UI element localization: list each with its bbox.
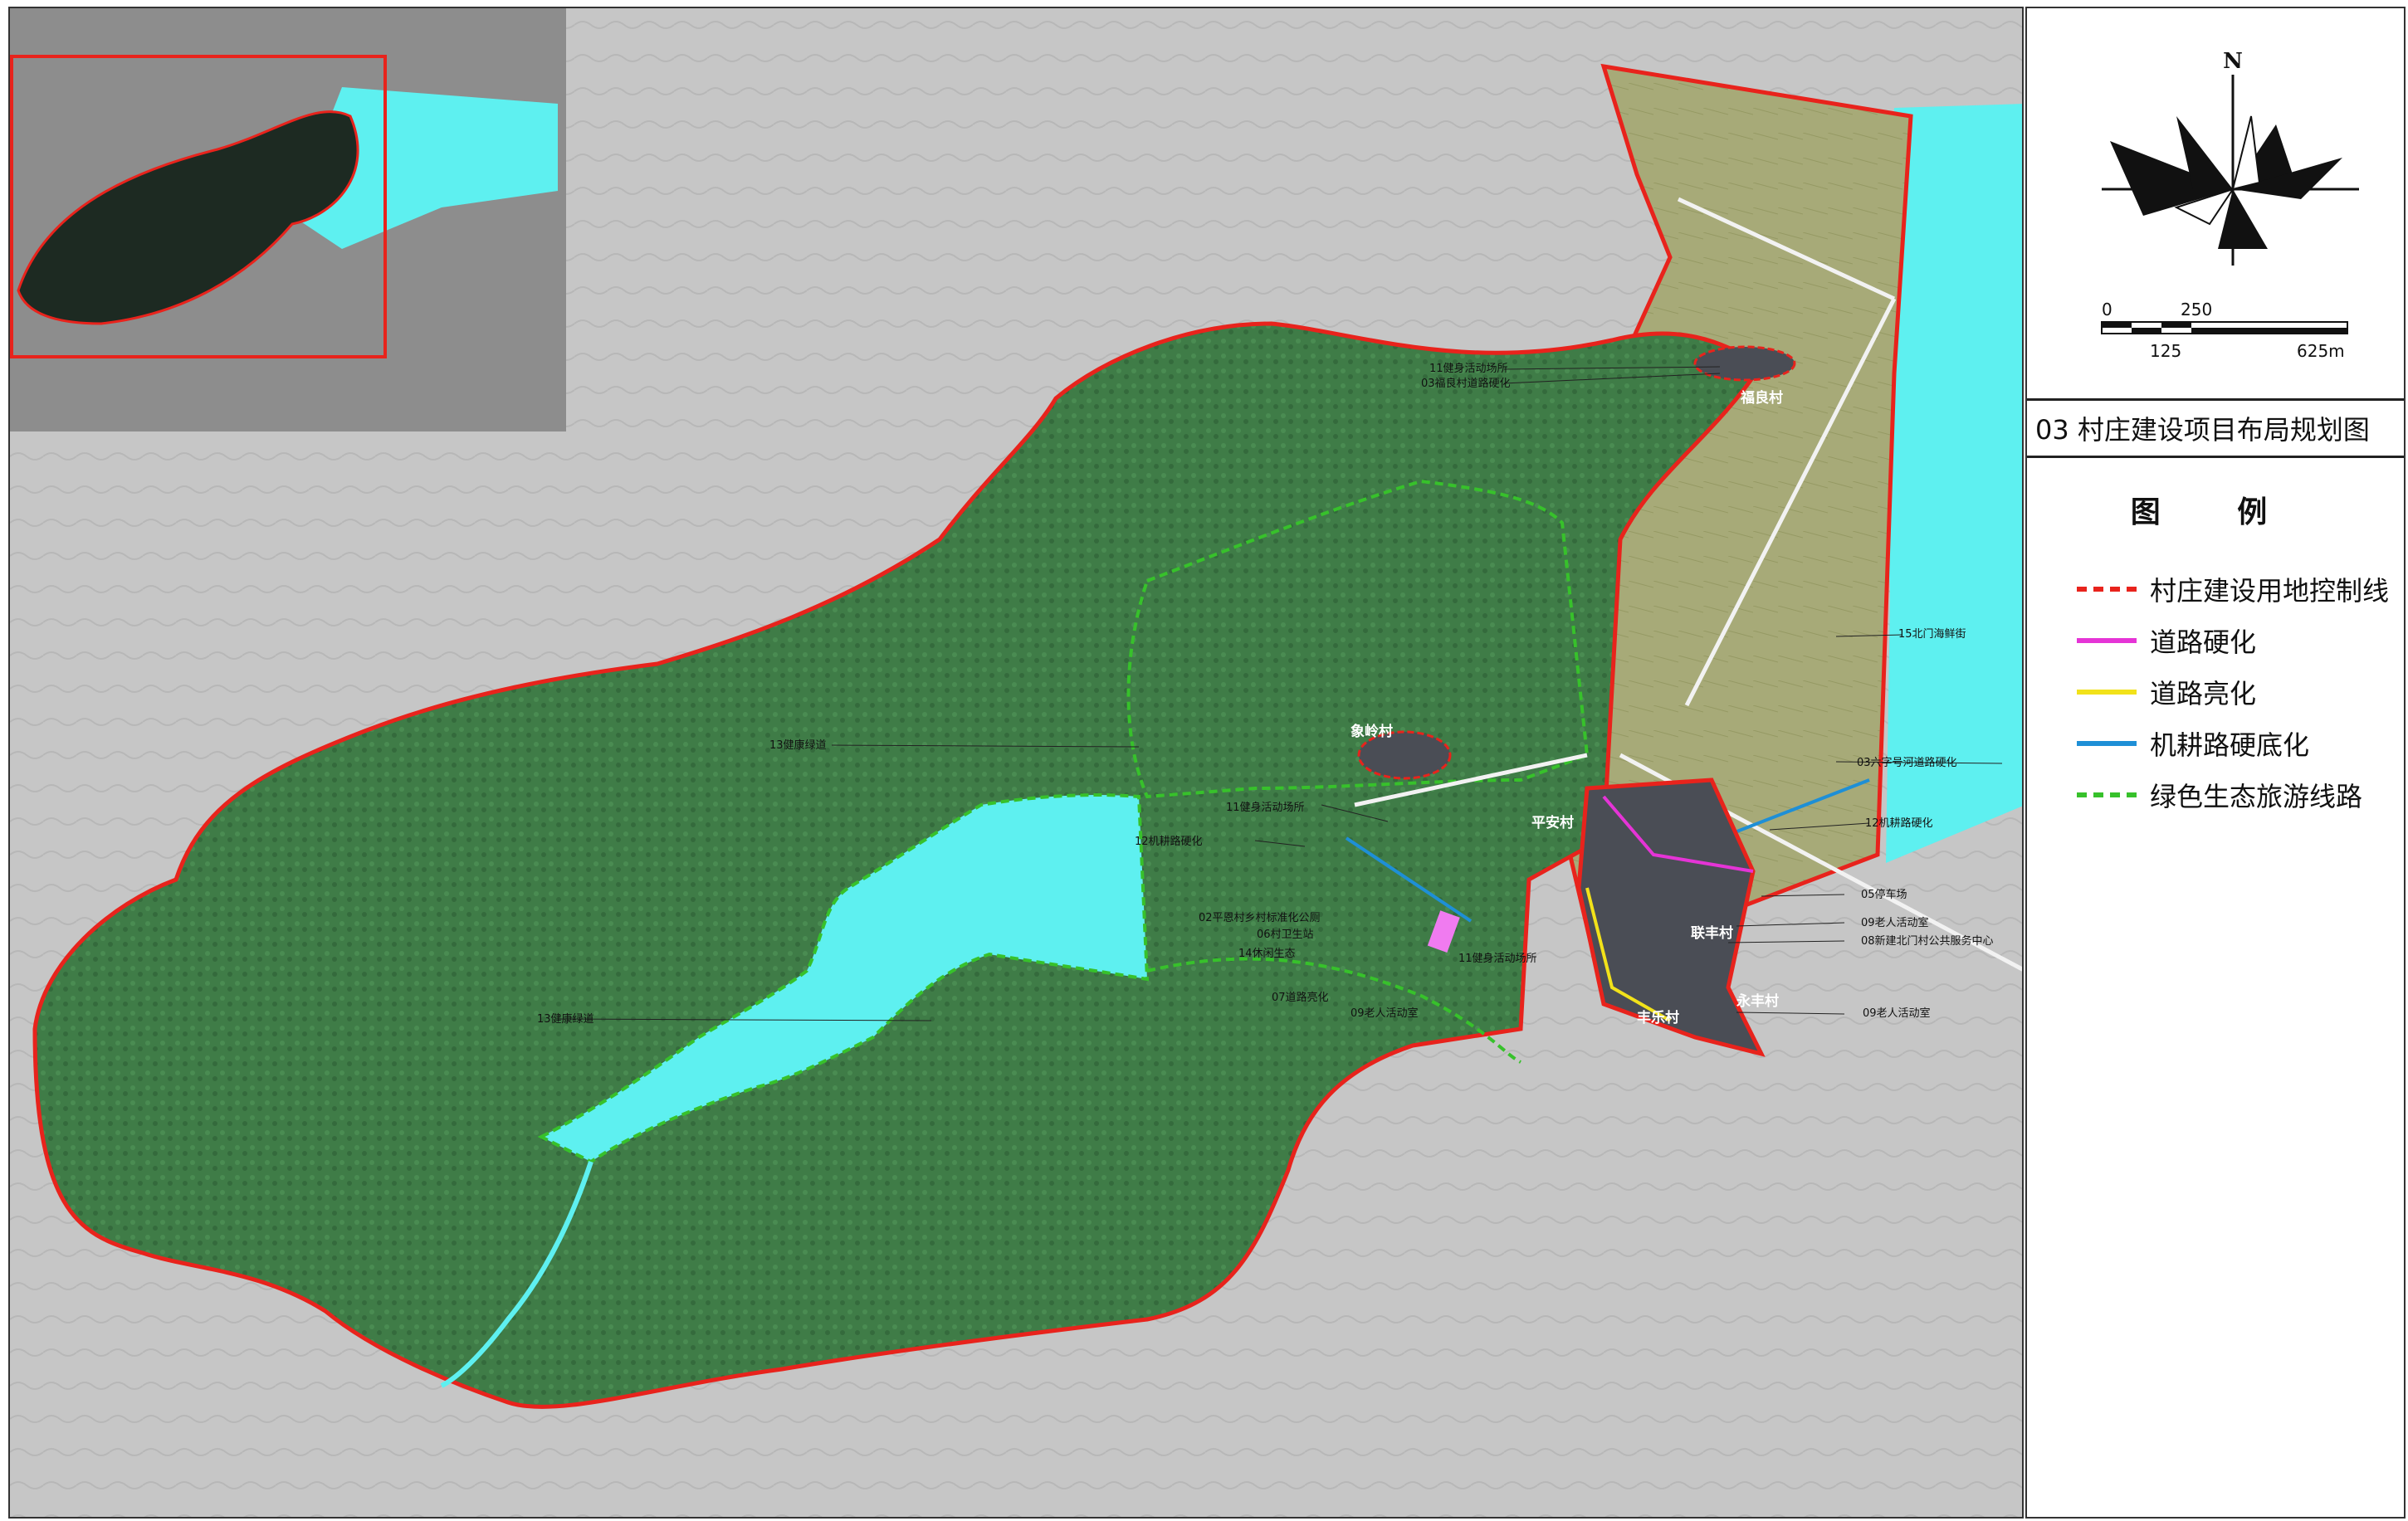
road [1677, 197, 1896, 301]
dashed-green-line-icon [2077, 792, 2137, 797]
scale-bar [2101, 321, 2348, 334]
dashed-red-line-icon [2077, 587, 2137, 592]
inset-frame [10, 55, 387, 358]
legend-label: 村庄建设用地控制线 [2150, 575, 2390, 607]
annotation-label: 03六字号河道路硬化 [1857, 756, 1957, 769]
legend-item-eco-route: 绿色生态旅游线路 [2077, 778, 2362, 812]
annotation-label: 11健身活动场所 [1429, 362, 1508, 375]
village-label-yongfeng: 永丰村 [1736, 992, 1779, 1010]
annotation-label: 12机耕路硬化 [1135, 835, 1203, 848]
stream [440, 1161, 593, 1388]
map-canvas[interactable]: 11健身活动场所 03福良村道路硬化 13健康绿道 11健身活动场所 12机耕路… [8, 7, 2024, 1519]
scale-label-125: 125 [2150, 341, 2181, 361]
legend-item-farm-road: 机耕路硬底化 [2077, 727, 2310, 761]
eco-tour-route-south [1146, 957, 1521, 1064]
annotation-label: 14休闲生态 [1238, 948, 1296, 960]
annotation-label: 09老人活动室 [1863, 1007, 1931, 1020]
annotation-lines [557, 366, 2003, 1021]
farm-road-paving [1719, 778, 1870, 840]
fuliang-village-area [1693, 345, 1796, 382]
farm-road-paving-2 [1345, 836, 1473, 923]
annotation-label: 11健身活动场所 [1226, 801, 1305, 814]
north-label: N [2223, 49, 2243, 74]
annotation-label: 09老人活动室 [1351, 1007, 1419, 1020]
inset-sea [292, 87, 558, 249]
village-label-lianfeng: 联丰村 [1691, 924, 1733, 942]
toilet-site [1427, 910, 1460, 953]
legend-label: 机耕路硬底化 [2150, 729, 2310, 761]
legend-label: 道路硬化 [2150, 626, 2257, 658]
village-label-fengle: 丰乐村 [1637, 1009, 1679, 1026]
eco-tour-route [1126, 479, 1590, 799]
road [1684, 297, 1897, 707]
planning-map: 11健身活动场所 03福良村道路硬化 13健康绿道 11健身活动场所 12机耕路… [10, 8, 2022, 1517]
legend-item-boundary: 村庄建设用地控制线 [2077, 573, 2390, 607]
annotation-label: 07道路亮化 [1272, 991, 1329, 1004]
legend-heading: 图 例 [2130, 495, 2301, 529]
scale-label-0: 0 [2102, 300, 2112, 319]
sea-area [1878, 104, 2022, 863]
annotation-label: 02平恩村乡村标准化公厕 [1199, 912, 1321, 924]
village-label-pingan: 平安村 [1531, 814, 1574, 831]
annotation-label: 15北门海鲜街 [1898, 628, 1966, 641]
compass-scale-svg: N 0 250 125 625m [2101, 49, 2359, 361]
village-block [1576, 778, 1766, 1057]
scale-label-625m: 625m [2297, 341, 2345, 361]
reservoir [537, 793, 1150, 1164]
annotation-label: 03福良村道路硬化 [1421, 377, 1511, 390]
annotation-label: 08新建北门村公共服务中心 [1861, 934, 1994, 948]
wind-rose-icon [2102, 75, 2359, 266]
legend-label: 道路亮化 [2150, 678, 2257, 709]
road-hardening-line [1602, 795, 1754, 873]
annotation-label: 06村卫生站 [1257, 929, 1314, 941]
inset-forest [17, 110, 359, 325]
scale-label-250: 250 [2181, 300, 2212, 319]
annotation-label: 13健康绿道 [769, 739, 827, 752]
legend-item-road-hardening: 道路硬化 [2077, 624, 2257, 658]
compass-section: N 0 250 125 625m [2027, 8, 2404, 401]
road [1354, 753, 1588, 807]
annotation-label: 12机耕路硬化 [1865, 817, 1933, 830]
blue-line-icon [2077, 741, 2137, 746]
road-lighting-line [1585, 887, 1671, 1022]
annotation-label: 13健康绿道 [537, 1012, 594, 1026]
annotation-label: 09老人活动室 [1861, 916, 1929, 929]
village-label-xiangling: 象岭村 [1351, 723, 1393, 740]
annotation-label: 05停车场 [1861, 888, 1907, 901]
legend-item-road-lighting: 道路亮化 [2077, 675, 2256, 709]
yellow-line-icon [2077, 690, 2137, 695]
magenta-line-icon [2077, 638, 2137, 643]
map-side-panel: N 0 250 125 625m [2025, 7, 2406, 1519]
legend-label: 绿色生态旅游线路 [2150, 781, 2363, 812]
village-label-fuliang: 福良村 [1740, 389, 1783, 407]
xiangling-village-area [1357, 730, 1452, 780]
map-title: 03 村庄建设项目布局规划图 [2027, 400, 2404, 458]
annotation-label: 11健身活动场所 [1458, 952, 1537, 965]
